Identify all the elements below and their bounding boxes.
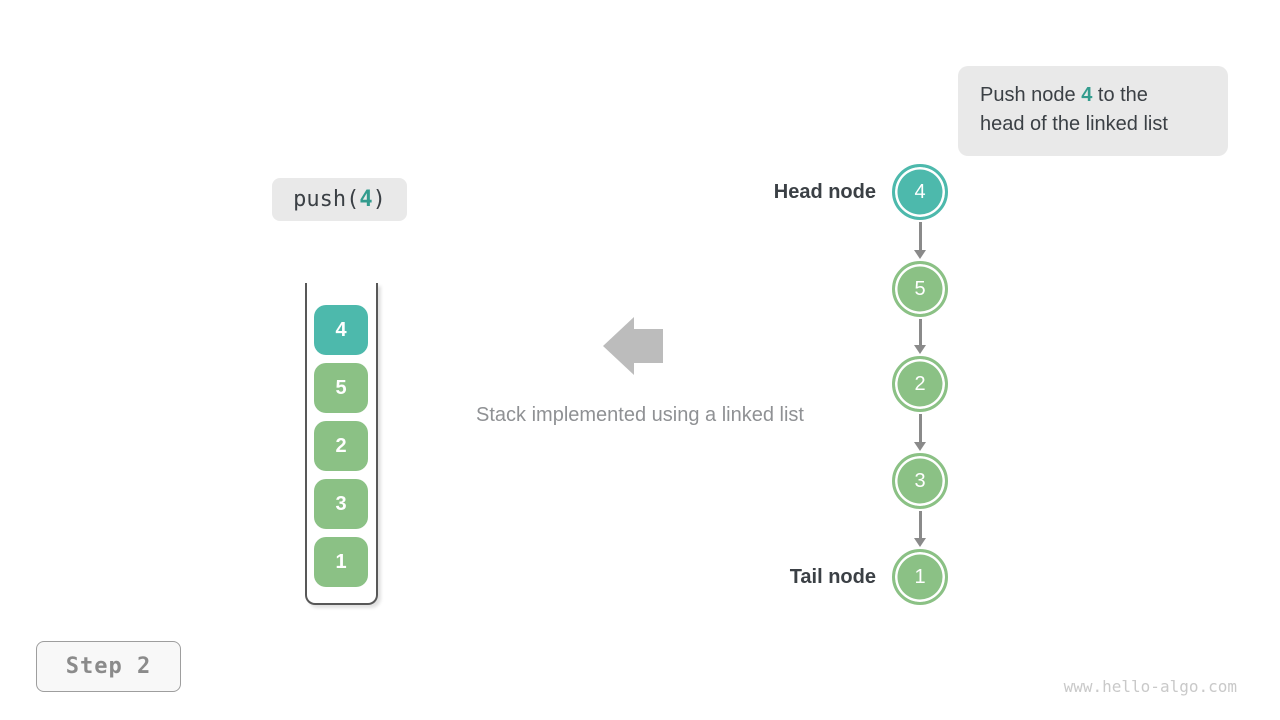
linked-list-node: 1 (892, 549, 948, 605)
linked-list-node: 2 (892, 356, 948, 412)
note-text-before: Push node (980, 84, 1082, 106)
stack-item: 2 (314, 421, 368, 471)
code-text-before: push( (293, 187, 360, 212)
arrow-down-icon (913, 511, 927, 547)
watermark-text: www.hello-algo.com (1063, 677, 1237, 696)
note-box: Push node 4 to the head of the linked li… (958, 66, 1228, 156)
stack-item: 1 (314, 537, 368, 587)
arrow-down-icon (913, 222, 927, 259)
linked-list-node: 3 (892, 453, 948, 509)
code-highlight-value: 4 (359, 187, 373, 212)
big-left-arrow-shaft (633, 329, 663, 363)
stack-item: 4 (314, 305, 368, 355)
code-text-after: ) (372, 187, 386, 212)
arrow-down-icon (913, 319, 927, 354)
caption-text: Stack implemented using a linked list (476, 404, 804, 426)
note-text-after: to the head of the linked list (980, 84, 1168, 135)
linked-list-node: 4 (892, 164, 948, 220)
stack-item: 3 (314, 479, 368, 529)
linked-list: 4 5 2 3 1 (892, 0, 948, 720)
stack-item: 5 (314, 363, 368, 413)
tail-node-label: Tail node (789, 566, 876, 588)
arrow-down-icon (913, 414, 927, 451)
stack-container: 4 5 2 3 1 (305, 283, 378, 605)
step-badge: Step 2 (36, 641, 181, 692)
linked-list-node: 5 (892, 261, 948, 317)
head-node-label: Head node (773, 181, 876, 203)
note-highlight-value: 4 (1081, 84, 1093, 106)
code-label-push: push(4) (272, 178, 407, 221)
big-left-arrow-head (603, 317, 634, 375)
